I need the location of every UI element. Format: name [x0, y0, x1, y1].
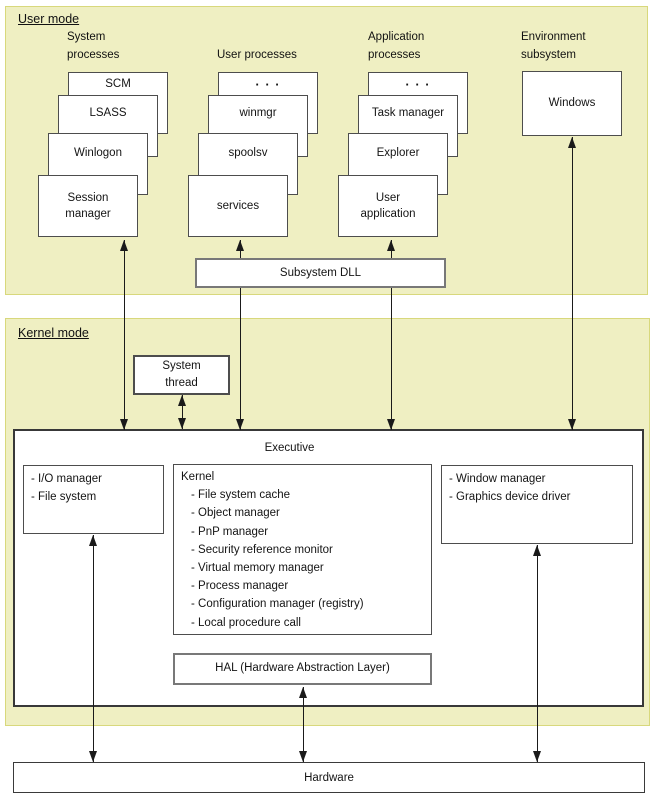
arrow-subsystem-dll-services — [236, 240, 244, 258]
arrow-window-manager-hardware — [533, 545, 541, 762]
process-box-session-manager: Session manager — [38, 175, 138, 237]
kernel-item: - Virtual memory manager — [191, 562, 324, 575]
arrow-subsystem-dll-executive-right — [387, 288, 395, 430]
box-windows-subsystem: Windows — [522, 71, 622, 136]
kernel-item: - Security reference monitor — [191, 543, 333, 556]
arrow-windows-executive — [568, 137, 576, 430]
kernel-mode-label: Kernel mode — [18, 326, 89, 340]
io-manager-line: - I/O manager — [31, 473, 102, 485]
box-hardware: Hardware — [13, 762, 645, 793]
file-system-line: - File system — [31, 490, 97, 503]
arrow-subsystem-dll-executive-left — [236, 288, 244, 430]
user-mode-label: User mode — [18, 12, 80, 26]
arrow-io-manager-hardware — [89, 535, 97, 762]
graphics-driver-line: - Graphics device driver — [449, 490, 571, 503]
kernel-item: - PnP manager — [191, 525, 269, 538]
box-io-manager: - I/O manager - File system — [23, 465, 164, 534]
arrow-hal-hardware — [299, 687, 307, 762]
header-user-processes: User processes — [217, 49, 297, 61]
box-system-thread: System thread — [133, 355, 230, 395]
box-subsystem-dll: Subsystem DLL — [195, 258, 446, 288]
kernel-item: - File system cache — [191, 489, 291, 502]
arrow-subsystem-dll-user-application — [387, 240, 395, 258]
box-window-manager: - Window manager - Graphics device drive… — [441, 465, 633, 544]
kernel-item: - Object manager — [191, 507, 280, 520]
process-box-user-application: User application — [338, 175, 438, 237]
kernel-item: - Process manager — [191, 580, 289, 593]
window-manager-line: - Window manager — [449, 473, 546, 485]
kernel-item: - Configuration manager (registry) — [191, 598, 364, 611]
box-kernel: Kernel - File system cache - Object mana… — [173, 464, 432, 635]
executive-label: Executive — [264, 442, 315, 454]
header-application-processes: Application processes — [368, 31, 425, 61]
arrow-session-manager-executive — [120, 240, 128, 430]
kernel-title: Kernel — [181, 471, 215, 483]
box-hal: HAL (Hardware Abstraction Layer) — [173, 653, 432, 685]
arrow-system-thread-executive — [178, 395, 186, 429]
kernel-item: - Local procedure call — [191, 616, 301, 629]
header-environment-subsystem: Environment subsystem — [521, 31, 586, 61]
box-executive: Executive - I/O manager - File system Ke… — [13, 429, 644, 707]
process-box-services: services — [188, 175, 288, 237]
header-system-processes: System processes — [67, 31, 120, 61]
